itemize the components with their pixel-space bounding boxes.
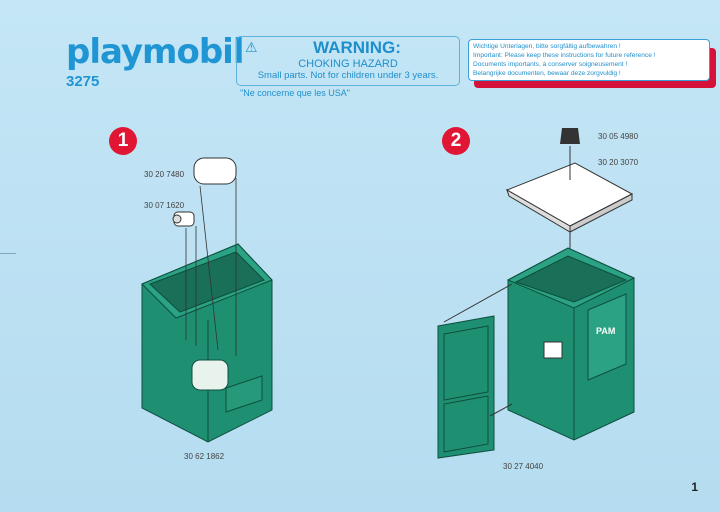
model-number: 3275 <box>66 73 100 90</box>
cabin-roof-part <box>505 128 634 233</box>
paper-roll-part <box>172 211 195 227</box>
step-2-badge: 2 <box>442 127 470 155</box>
part-number: 30 20 7480 <box>144 170 185 179</box>
notice-nl: Belangrijke documenten, bewaar deze zorg… <box>473 70 621 77</box>
warning-note: "Ne concerne que les USA" <box>240 88 350 98</box>
page-number: 1 <box>691 480 698 494</box>
notice-de: Wichtige Unterlagen, bitte sorgfältig au… <box>473 43 621 50</box>
warning-text: Small parts. Not for children under 3 ye… <box>257 70 439 81</box>
step-2-toilet-cabin <box>506 247 636 441</box>
part-number: 30 62 1862 <box>184 452 225 461</box>
door-logo: PAM <box>596 326 615 336</box>
fold-mark <box>0 253 16 254</box>
seat-part <box>193 157 237 185</box>
step-1-badge: 1 <box>109 127 137 155</box>
notice-en: Important: Please keep these instruction… <box>473 52 656 59</box>
playmobil-logo: playmobil <box>66 32 244 72</box>
warning-title: WARNING: <box>313 38 401 57</box>
keep-notice: Wichtige Unterlagen, bitte sorgfältig au… <box>468 39 710 81</box>
door-part <box>437 315 495 459</box>
warning-triangle-icon: ⚠ <box>245 39 258 55</box>
warning-subtitle: CHOKING HAZARD <box>298 58 398 70</box>
warning-box: ⚠ WARNING: CHOKING HAZARD Small parts. N… <box>236 36 460 86</box>
part-number: 30 07 1620 <box>144 201 185 210</box>
notice-fr: Documents importants, à conserver soigne… <box>473 61 628 68</box>
step-1-toilet-cabin <box>141 243 273 443</box>
part-number: 30 20 3070 <box>598 158 639 167</box>
guide-lines <box>185 178 237 356</box>
part-number: 30 05 4980 <box>598 132 639 141</box>
part-number: 30 27 4040 <box>503 462 544 471</box>
